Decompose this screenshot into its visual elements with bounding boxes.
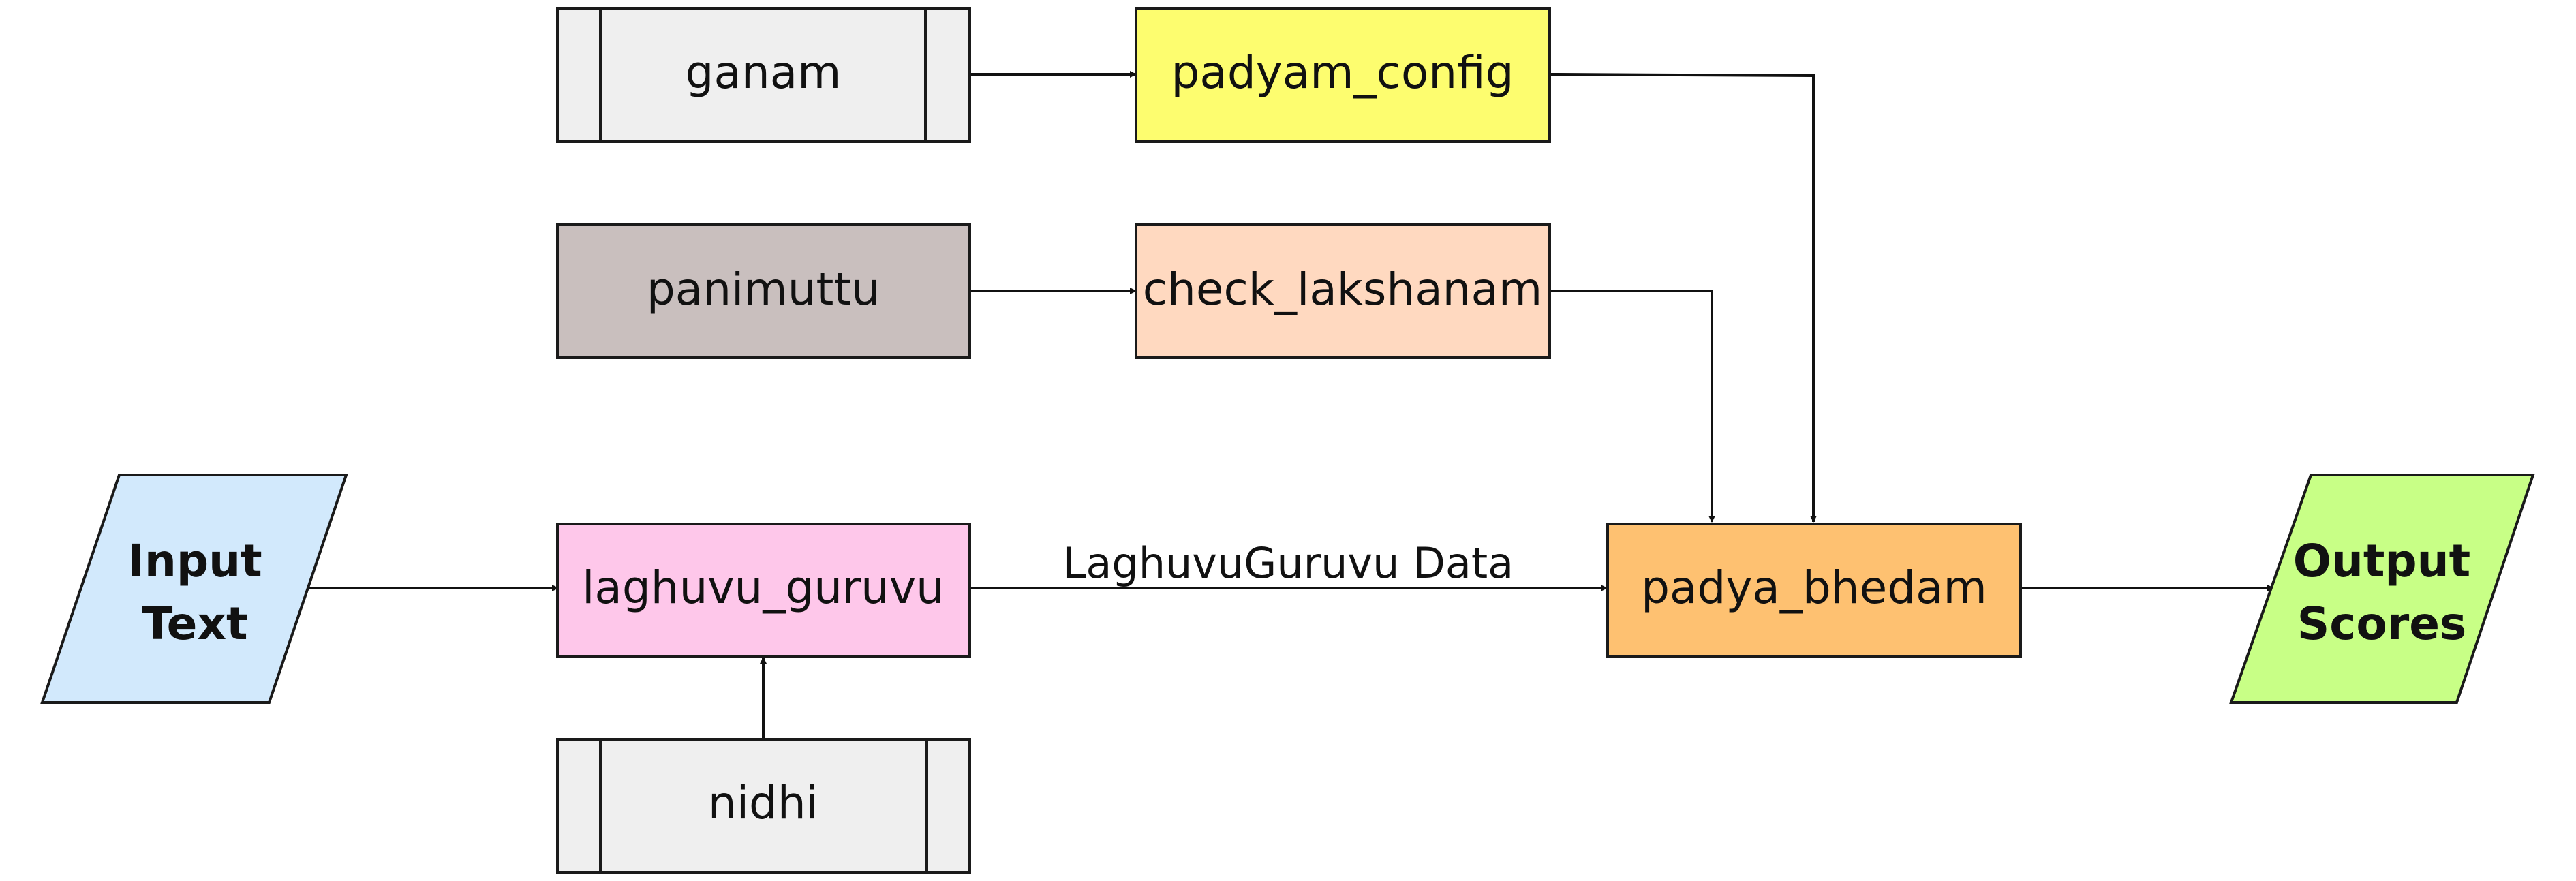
input-label-line1: Input — [127, 535, 262, 587]
nidhi-box — [556, 738, 971, 874]
edge-padya-bhedam-check-lakshanam — [1544, 288, 1715, 523]
node-padya-bhedam: padya_bhedam — [1606, 523, 2022, 658]
nidhi-label: nidhi — [708, 777, 818, 829]
padyam-config-box — [1135, 7, 1551, 143]
node-laghuvu-guruvu: laghuvu_guruvu — [556, 523, 971, 658]
node-ganam: ganam — [556, 7, 971, 143]
edge-padya-bhedam-padyam-config — [1544, 70, 1817, 523]
laghuvu-guruvu-box — [556, 523, 971, 658]
check-lakshanam-label: check_lakshanam — [1143, 263, 1542, 315]
node-input-text: Input Text — [40, 474, 348, 704]
edge-label-laghuvuguruvu-data: LaghuvuGuruvu Data — [1062, 538, 1514, 588]
edges — [307, 70, 2274, 739]
output-label-line2: Scores — [2297, 598, 2467, 650]
node-panimuttu: panimuttu — [556, 223, 971, 359]
ganam-box — [556, 7, 971, 143]
node-nidhi: nidhi — [556, 738, 971, 874]
input-shape — [40, 474, 348, 704]
node-output-scores: Output Scores — [2229, 474, 2535, 704]
node-padyam-config: padyam_config — [1135, 7, 1551, 143]
laghuvu-guruvu-label: laghuvu_guruvu — [582, 561, 945, 614]
check-lakshanam-box — [1135, 223, 1551, 359]
padya-bhedam-label: padya_bhedam — [1641, 561, 1987, 614]
output-label-line1: Output — [2293, 535, 2470, 587]
output-shape — [2229, 474, 2535, 704]
padyam-config-label: padyam_config — [1171, 46, 1514, 99]
input-label-line2: Text — [142, 598, 247, 650]
node-check-lakshanam: check_lakshanam — [1135, 223, 1551, 359]
ganam-label: ganam — [686, 46, 842, 99]
padya-bhedam-box — [1606, 523, 2022, 658]
panimuttu-box — [556, 223, 971, 359]
panimuttu-label: panimuttu — [647, 263, 880, 315]
